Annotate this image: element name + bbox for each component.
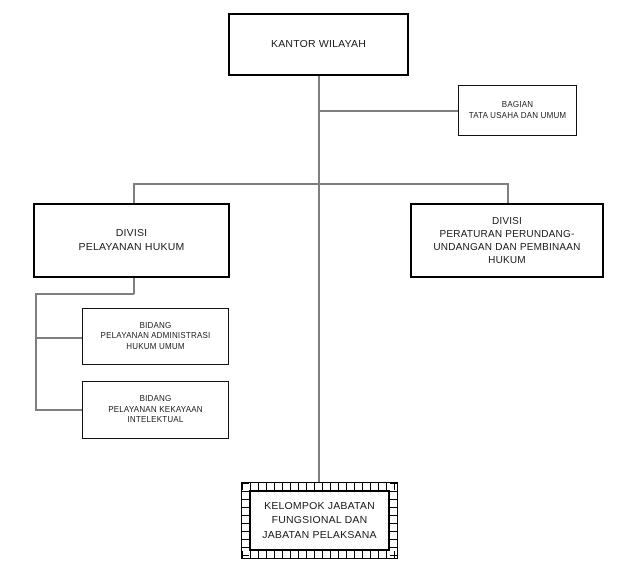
node-label: KANTOR WILAYAH (271, 37, 366, 50)
node-label: HUKUM (488, 254, 526, 266)
connector-bracket-top (35, 293, 134, 295)
node-label: TATA USAHA DAN UMUM (468, 110, 567, 120)
node-label: BAGIAN (501, 100, 534, 110)
node-kelompok-jabatan-frame: KELOMPOK JABATAN FUNGSIONAL DAN JABATAN … (241, 482, 398, 559)
node-label: HUKUM UMUM (126, 341, 185, 351)
node-label: UNDANGAN DAN PEMBINAAN (433, 241, 581, 253)
node-kantor-wilayah: KANTOR WILAYAH (228, 13, 409, 76)
node-bidang-kekayaan: BIDANG PELAYANAN KEKAYAAN INTELEKTUAL (82, 381, 229, 439)
node-label: INTELEKTUAL (127, 415, 184, 425)
node-divisi-pelayanan-hukum: DIVISI PELAYANAN HUKUM (33, 203, 230, 278)
node-bidang-administrasi: BIDANG PELAYANAN ADMINISTRASI HUKUM UMUM (82, 308, 229, 365)
node-label: PERATURAN PERUNDANG- (439, 228, 575, 240)
connector-to-bagian (318, 110, 458, 112)
node-label: PELAYANAN ADMINISTRASI (100, 331, 211, 341)
node-label: JABATAN PELAKSANA (262, 528, 377, 541)
node-label: KELOMPOK JABATAN (264, 500, 375, 513)
node-label: PELAYANAN HUKUM (78, 240, 185, 253)
node-label: PELAYANAN KEKAYAAN (108, 404, 203, 414)
node-divisi-peraturan: DIVISI PERATURAN PERUNDANG- UNDANGAN DAN… (410, 203, 604, 278)
node-label: BIDANG (139, 394, 172, 404)
connector-drop-divisi-left (133, 183, 135, 203)
node-bagian-tata-usaha: BAGIAN TATA USAHA DAN UMUM (458, 85, 577, 136)
connector-bracket-vertical (35, 293, 37, 410)
node-label: FUNGSIONAL DAN (271, 514, 368, 527)
connector-to-bidang-kekayaan (35, 409, 82, 411)
connector-drop-divisi-right (507, 183, 509, 203)
connector-to-bidang-administrasi (35, 337, 82, 339)
node-label: DIVISI (491, 215, 523, 227)
connector-division-horizontal (133, 183, 508, 185)
connector-main-vertical (318, 76, 320, 482)
node-label: BIDANG (139, 320, 172, 330)
node-kelompok-jabatan: KELOMPOK JABATAN FUNGSIONAL DAN JABATAN … (249, 490, 390, 551)
node-label: DIVISI (115, 226, 148, 239)
connector-divisi-left-down (133, 277, 135, 294)
